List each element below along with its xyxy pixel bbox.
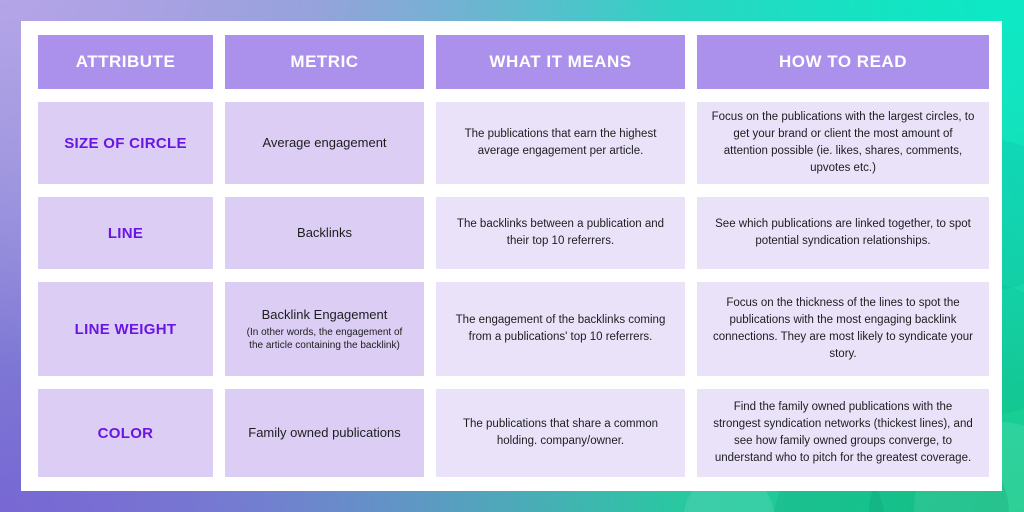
metric-cell: Backlink Engagement (In other words, the… [225, 282, 424, 376]
header-cell-attribute: ATTRIBUTE [38, 35, 213, 89]
how-to-read-cell: Focus on the thickness of the lines to s… [697, 282, 989, 376]
header-cell-how-to-read: HOW TO READ [697, 35, 989, 89]
what-it-means-cell: The backlinks between a publication and … [436, 197, 685, 269]
how-to-read-cell: Find the family owned publications with … [697, 389, 989, 477]
metric-cell: Average engagement [225, 102, 424, 184]
attribute-cell-size-of-circle: SIZE OF CIRCLE [38, 102, 213, 184]
attribute-cell-color: COLOR [38, 389, 213, 477]
how-to-read-cell: Focus on the publications with the large… [697, 102, 989, 184]
legend-table: ATTRIBUTE METRIC WHAT IT MEANS HOW TO RE… [38, 35, 989, 477]
header-cell-what-it-means: WHAT IT MEANS [436, 35, 685, 89]
how-to-read-cell: See which publications are linked togeth… [697, 197, 989, 269]
attribute-cell-line: LINE [38, 197, 213, 269]
header-cell-metric: METRIC [225, 35, 424, 89]
what-it-means-cell: The publications that share a common hol… [436, 389, 685, 477]
metric-note: (In other words, the engagement of the a… [246, 326, 403, 351]
metric-cell: Family owned publications [225, 389, 424, 477]
legend-card: ATTRIBUTE METRIC WHAT IT MEANS HOW TO RE… [21, 21, 1002, 491]
what-it-means-cell: The engagement of the backlinks coming f… [436, 282, 685, 376]
attribute-cell-line-weight: LINE WEIGHT [38, 282, 213, 376]
metric-cell: Backlinks [225, 197, 424, 269]
metric-label: Backlink Engagement [261, 307, 388, 323]
what-it-means-cell: The publications that earn the highest a… [436, 102, 685, 184]
